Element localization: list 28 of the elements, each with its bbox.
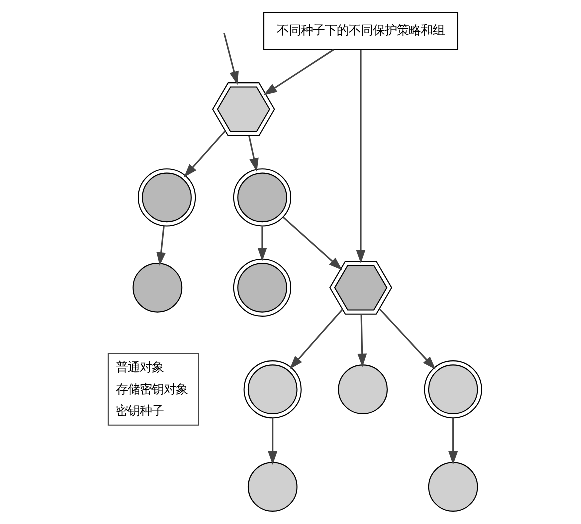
node-circle <box>243 360 302 419</box>
node-hexagon <box>329 260 392 315</box>
arrow <box>248 136 258 172</box>
node-circle <box>338 364 388 414</box>
arrow <box>357 314 367 368</box>
arrow <box>378 308 436 370</box>
legend-label: 密钥种子 <box>116 403 164 418</box>
node-circle <box>232 258 292 317</box>
node-hexagon <box>212 82 275 136</box>
arrow <box>257 226 267 262</box>
arrow <box>289 309 343 370</box>
node-circle <box>424 360 482 419</box>
node-circle <box>428 462 478 512</box>
arrow <box>156 226 166 266</box>
legend-label: 存储密钥对象 <box>116 381 188 396</box>
arrow <box>223 33 238 86</box>
arrow <box>268 418 278 466</box>
legend-label: 普通对象 <box>116 360 164 375</box>
arrow <box>356 50 366 264</box>
arrow <box>184 130 226 178</box>
node-circle <box>247 462 298 512</box>
arrow <box>448 418 458 466</box>
node-box: 不同种子下的不同保护策略和组 <box>263 12 458 50</box>
arrow <box>282 216 342 270</box>
node-circle <box>138 168 196 227</box>
node-circle <box>132 263 182 313</box>
node-circle <box>232 168 292 227</box>
arrow <box>263 49 334 96</box>
